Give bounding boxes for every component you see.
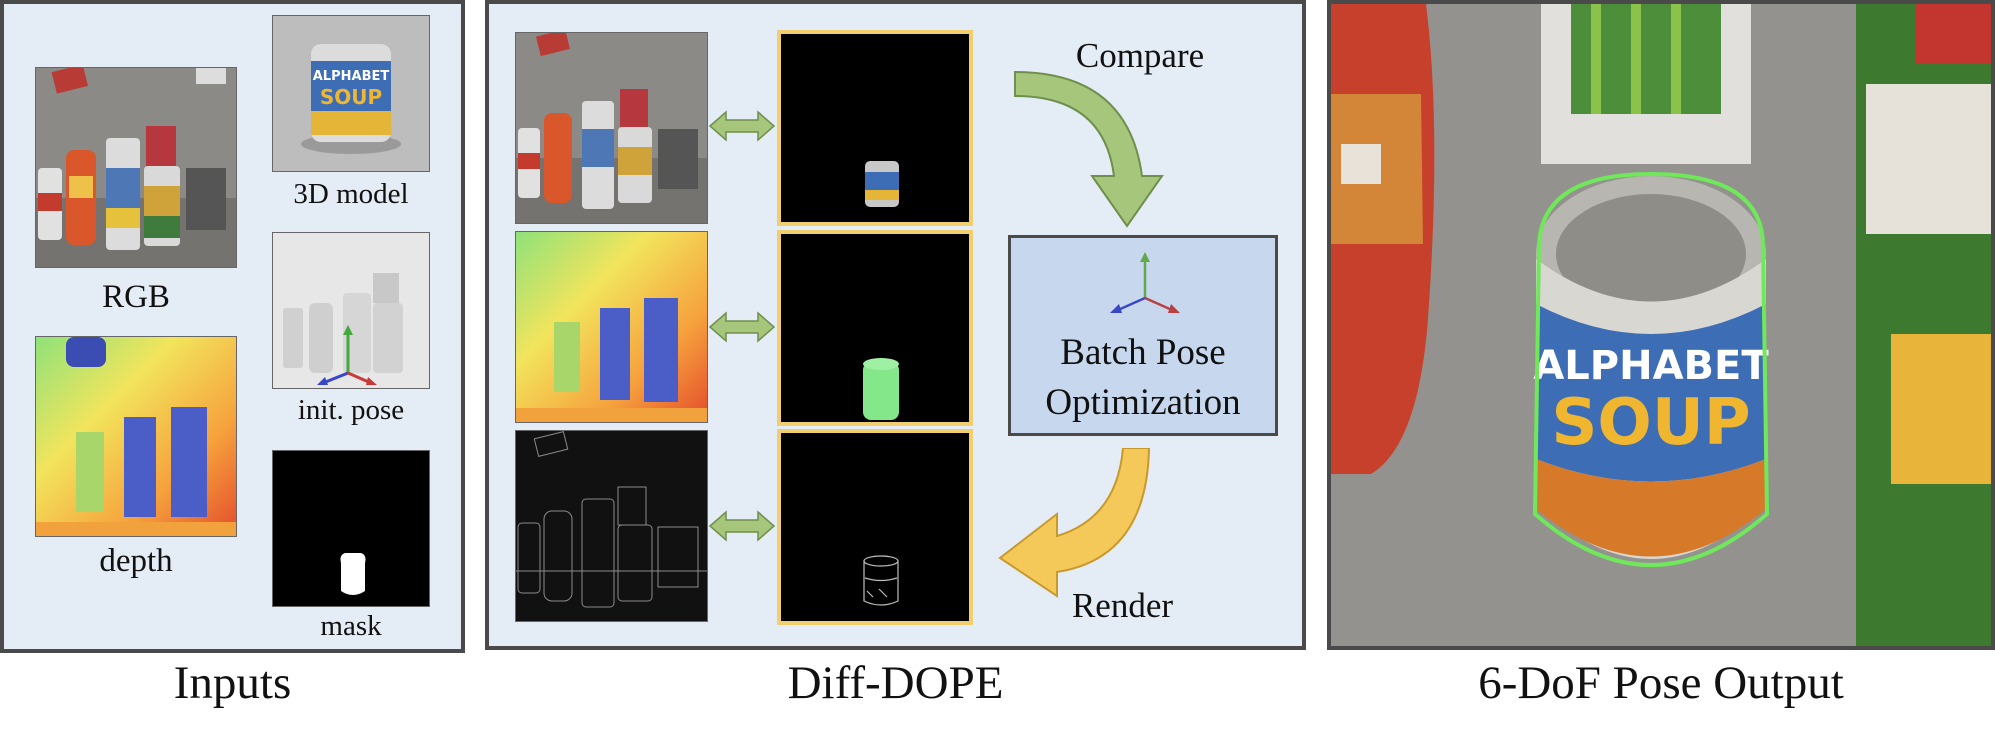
- compare-label: Compare: [1075, 36, 1205, 75]
- edge-input-thumb: [515, 430, 708, 622]
- mask-label: mask: [320, 610, 382, 642]
- can-brand-top: ALPHABET: [313, 69, 390, 84]
- inputs-section-title: Inputs: [173, 657, 292, 709]
- can-brand-bottom: SOUP: [320, 85, 382, 109]
- init-pose-label: init. pose: [297, 394, 405, 426]
- init-pose-image: [272, 232, 430, 389]
- depth-label: depth: [99, 543, 173, 579]
- optimizer-title-line1: Batch Pose: [1060, 332, 1226, 373]
- rgb-render: [777, 30, 973, 226]
- compare-double-arrow-1: [708, 110, 776, 142]
- pose-axes-icon: [1110, 252, 1180, 313]
- depth-image: [35, 336, 237, 537]
- batch-pose-optimization-box: [1008, 235, 1278, 436]
- compare-double-arrow-2: [708, 311, 776, 343]
- diff-dope-section-title: Diff-DOPE: [787, 657, 1004, 709]
- edge-render: [777, 429, 973, 625]
- output-section-title: 6-DoF Pose Output: [1478, 657, 1844, 709]
- compare-double-arrow-3: [708, 510, 776, 542]
- output-can-brand-top: ALPHABET: [1533, 343, 1769, 389]
- rgb-label: RGB: [102, 279, 170, 315]
- output-can-brand-bottom: SOUP: [1551, 386, 1750, 460]
- render-label: Render: [1071, 586, 1174, 625]
- compare-arrow: [1014, 70, 1164, 228]
- rgb-image: [35, 67, 237, 268]
- depth-input-thumb: [515, 231, 708, 423]
- render-arrow: [998, 448, 1151, 598]
- optimizer-title-line2: Optimization: [1045, 382, 1241, 423]
- depth-render: [777, 230, 973, 426]
- pose-output-image: ALPHABET SOUP: [1327, 0, 1995, 650]
- 3d-model-label: 3D model: [293, 178, 409, 210]
- 3d-model-image: ALPHABET SOUP: [272, 15, 430, 172]
- rgb-input-thumb: [515, 32, 708, 224]
- mask-image: [272, 450, 430, 607]
